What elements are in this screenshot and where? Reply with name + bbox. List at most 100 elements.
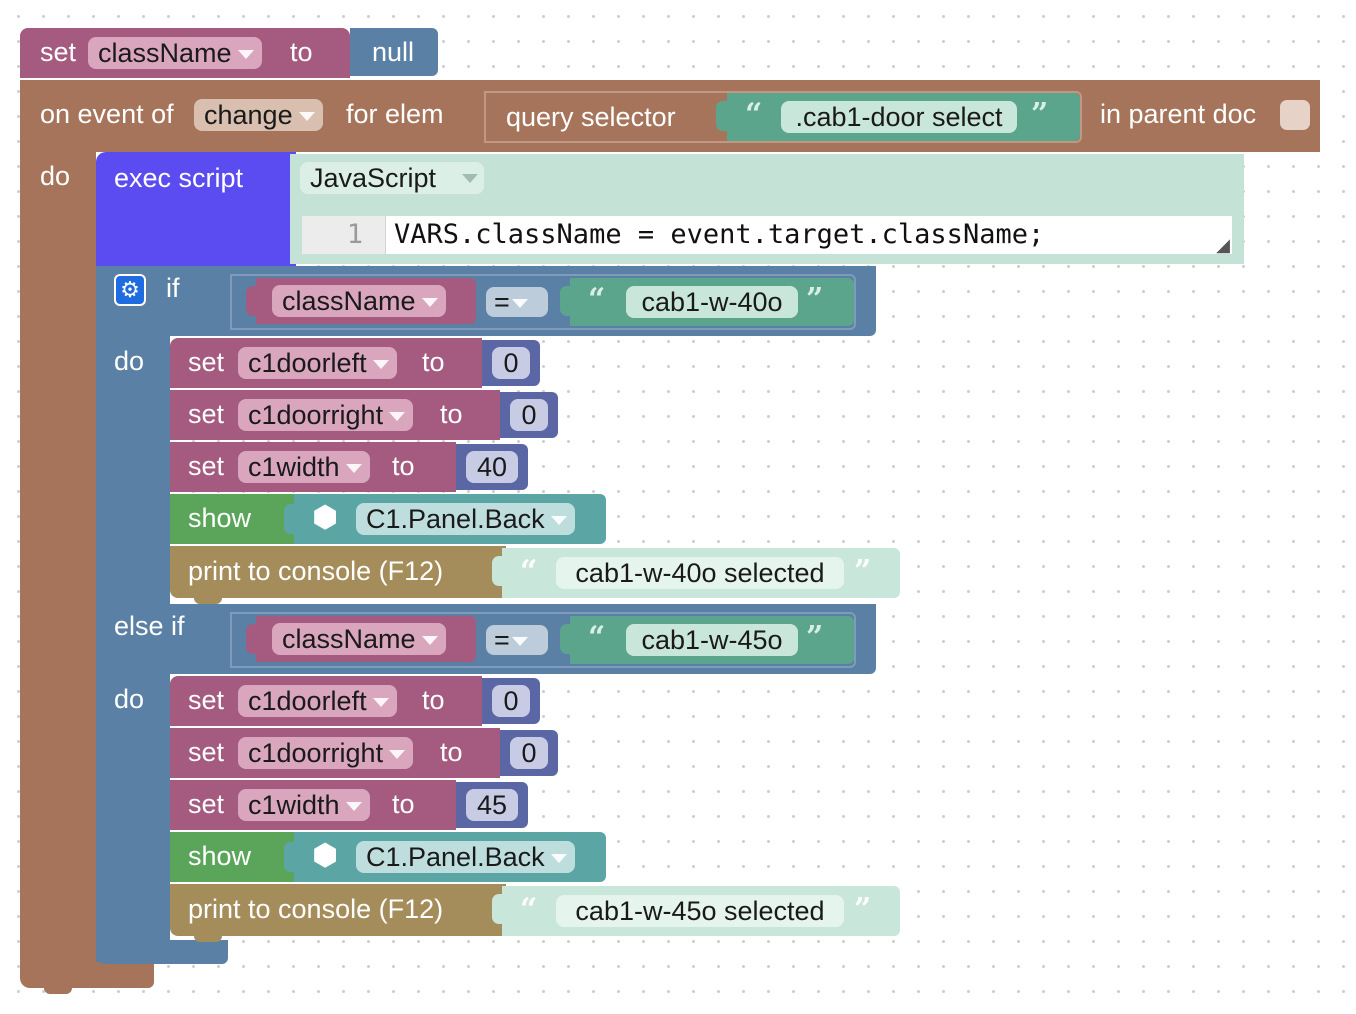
print-console-block[interactable]: print to console (F12)	[170, 546, 506, 598]
resize-handle-icon[interactable]: ◢	[1216, 235, 1230, 255]
script-editor[interactable]: JavaScript 1 VARS.className = event.targ…	[290, 154, 1244, 264]
number-block[interactable]: 0	[482, 340, 540, 386]
panel-block[interactable]: ⬢ C1.Panel.Back	[294, 494, 606, 544]
panel-cube-icon: ⬢	[312, 501, 339, 534]
set-c1doorleft-block[interactable]: set c1doorleft to	[170, 338, 482, 388]
to-keyword: to	[440, 399, 463, 429]
print-text-field[interactable]: cab1-w-45o selected	[556, 895, 844, 927]
set-classname-block[interactable]: set className to	[20, 28, 350, 78]
to-keyword: to	[290, 37, 313, 67]
panel-dropdown[interactable]: C1.Panel.Back	[356, 503, 575, 535]
chevron-down-icon	[550, 854, 567, 864]
number-field[interactable]: 0	[492, 685, 530, 717]
variable-dropdown-classname[interactable]: className	[88, 37, 262, 69]
compare-operator-dropdown[interactable]: =	[486, 287, 548, 317]
variable-tab	[246, 286, 258, 316]
variable-get-classname-1[interactable]: className	[256, 278, 476, 324]
number-field[interactable]: 0	[492, 347, 530, 379]
operator-label: =	[494, 625, 510, 655]
set-c1width-block[interactable]: set c1width to	[170, 780, 456, 830]
to-keyword: to	[422, 347, 445, 377]
exec-script-block[interactable]: exec script	[96, 152, 296, 266]
language-dropdown[interactable]: JavaScript	[300, 162, 484, 194]
code-line: VARS.className = event.target.className;	[394, 219, 1045, 250]
panel-dropdown[interactable]: C1.Panel.Back	[356, 841, 575, 873]
chevron-down-icon	[237, 50, 254, 60]
print-text-tab	[492, 894, 504, 924]
open-quote-icon: “	[520, 892, 538, 927]
for-elem-label: for elem	[346, 99, 444, 129]
number-block[interactable]: 45	[456, 782, 528, 828]
operator-label: =	[494, 287, 510, 317]
print-console-block[interactable]: print to console (F12)	[170, 884, 506, 936]
compare-operator-dropdown[interactable]: =	[486, 625, 548, 655]
variable-dropdown-label: className	[98, 38, 232, 68]
on-event-of-label: on event of	[40, 99, 174, 129]
event-block-arm	[20, 80, 96, 986]
set-keyword: set	[188, 685, 225, 715]
number-block[interactable]: 0	[500, 730, 558, 776]
variable-get-classname-2[interactable]: className	[256, 616, 476, 662]
event-type-dropdown[interactable]: change	[194, 99, 323, 131]
number-block[interactable]: 0	[500, 392, 558, 438]
number-field[interactable]: 0	[510, 737, 548, 769]
show-block[interactable]: show	[170, 832, 294, 882]
else-if-do-label: do	[114, 684, 145, 714]
text-tab	[560, 286, 572, 316]
close-quote-icon: ”	[806, 282, 824, 317]
variable-dropdown-classname[interactable]: className	[272, 623, 446, 655]
print-text-block[interactable]: “ cab1-w-40o selected ”	[502, 548, 900, 598]
variable-dropdown[interactable]: c1doorright	[238, 737, 414, 769]
variable-dropdown[interactable]: c1width	[238, 789, 370, 821]
chevron-down-icon	[389, 412, 406, 422]
panel-block[interactable]: ⬢ C1.Panel.Back	[294, 832, 606, 882]
open-quote-icon: “	[588, 282, 606, 317]
number-block[interactable]: 0	[482, 678, 540, 724]
print-block-notch	[194, 934, 222, 942]
compare-text-block-1[interactable]: “ cab1-w-40o ”	[570, 278, 854, 326]
number-field[interactable]: 45	[466, 789, 518, 821]
in-parent-doc-checkbox[interactable]	[1280, 100, 1310, 130]
variable-dropdown-classname[interactable]: className	[272, 285, 446, 317]
print-block-notch	[194, 596, 222, 604]
number-field[interactable]: 0	[510, 399, 548, 431]
variable-dropdown[interactable]: c1doorleft	[238, 685, 397, 717]
show-block[interactable]: show	[170, 494, 294, 544]
selector-text-tab	[716, 101, 728, 131]
chevron-down-icon	[511, 637, 528, 647]
set-c1doorleft-block[interactable]: set c1doorleft to	[170, 676, 482, 726]
print-text-block[interactable]: “ cab1-w-45o selected ”	[502, 886, 900, 936]
variable-dropdown[interactable]: c1doorright	[238, 399, 414, 431]
chevron-down-icon	[345, 464, 362, 474]
null-value-block[interactable]: null	[350, 28, 438, 76]
set-c1doorright-block[interactable]: set c1doorright to	[170, 728, 500, 778]
panel-dropdown-label: C1.Panel.Back	[366, 504, 545, 534]
variable-dropdown[interactable]: c1width	[238, 451, 370, 483]
in-parent-doc-label: in parent doc	[1100, 99, 1257, 129]
selector-text-field[interactable]: .cab1-door select	[781, 101, 1017, 133]
number-field[interactable]: 40	[466, 451, 518, 483]
to-keyword: to	[392, 789, 415, 819]
chevron-down-icon	[421, 636, 438, 646]
text-tab	[560, 624, 572, 654]
number-block[interactable]: 40	[456, 444, 528, 490]
compare-text-block-2[interactable]: “ cab1-w-45o ”	[570, 616, 854, 664]
query-selector-label: query selector	[506, 102, 676, 132]
variable-dropdown-label: c1width	[248, 790, 340, 820]
variable-dropdown-label: className	[282, 286, 416, 316]
show-keyword: show	[188, 503, 252, 533]
selector-text-block[interactable]: “ .cab1-door select ”	[727, 93, 1080, 141]
compare-text-field[interactable]: cab1-w-45o	[626, 624, 798, 656]
close-quote-icon: ”	[806, 620, 824, 655]
set-c1width-block[interactable]: set c1width to	[170, 442, 456, 492]
compare-text-field[interactable]: cab1-w-40o	[626, 286, 798, 318]
chevron-down-icon	[511, 299, 528, 309]
close-quote-icon: ”	[854, 892, 872, 927]
set-c1doorright-block[interactable]: set c1doorright to	[170, 390, 500, 440]
code-area[interactable]: 1 VARS.className = event.target.classNam…	[302, 216, 1232, 254]
variable-dropdown-label: className	[282, 624, 416, 654]
variable-dropdown[interactable]: c1doorleft	[238, 347, 397, 379]
if-mutator-gear-icon[interactable]: ⚙	[114, 274, 146, 306]
panel-tab	[284, 504, 296, 534]
print-text-field[interactable]: cab1-w-40o selected	[556, 557, 844, 589]
